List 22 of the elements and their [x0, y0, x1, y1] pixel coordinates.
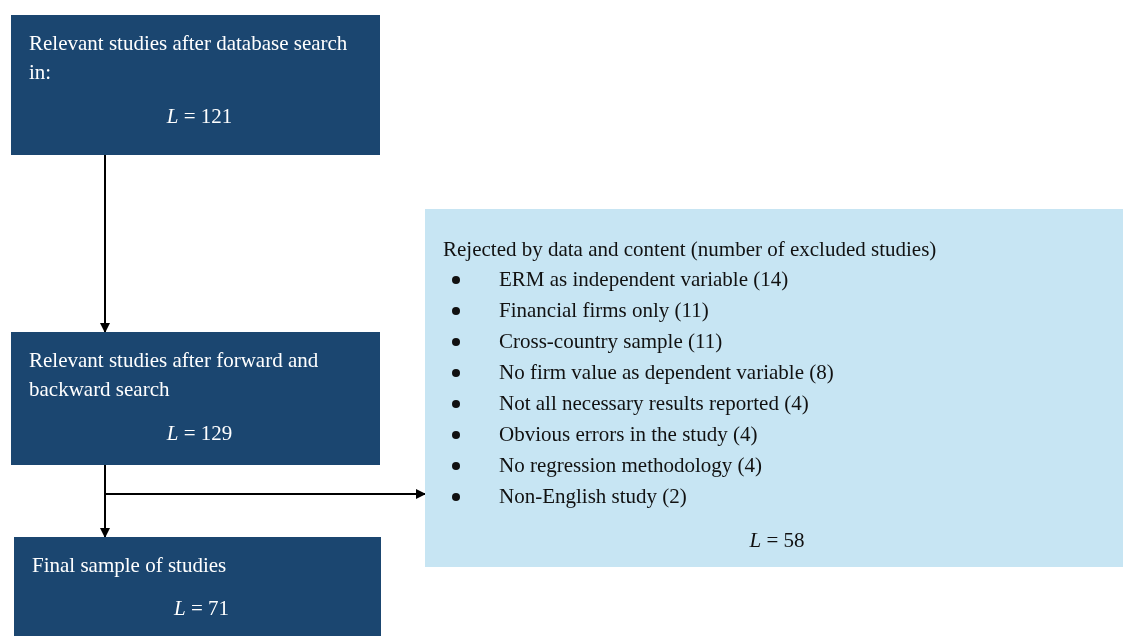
arrow: [104, 464, 426, 499]
list-item: Obvious errors in the study (4): [443, 419, 1111, 451]
count-label: L = 121: [166, 103, 233, 128]
list-item: Non-English study (2): [443, 481, 1111, 513]
process-box: [11, 332, 380, 465]
box-heading: Final sample of studies: [32, 553, 227, 577]
arrow: [100, 154, 110, 333]
count-label: L = 71: [174, 596, 229, 621]
list-item: Not all necessary results reported (4): [443, 388, 1111, 420]
process-box: [11, 15, 380, 155]
box-heading: Relevant studies after forward and backward search: [29, 348, 319, 402]
list-item: Financial firms only (11): [443, 295, 1111, 327]
list-item: No regression methodology (4): [443, 450, 1111, 482]
process-box: [14, 537, 381, 636]
count-label: L = 129: [166, 420, 233, 445]
list-item: ERM as independent variable (14): [443, 264, 1111, 296]
list-item: No firm value as dependent variable (8): [443, 357, 1111, 389]
count-label: L = 58: [749, 528, 805, 553]
box-heading: Relevant studies after database search in:: [29, 31, 348, 85]
list-item: Cross-country sample (11): [443, 326, 1111, 358]
box-heading: Rejected by data and content (number of excluded studies): [443, 237, 937, 261]
process-box: [425, 209, 1123, 567]
